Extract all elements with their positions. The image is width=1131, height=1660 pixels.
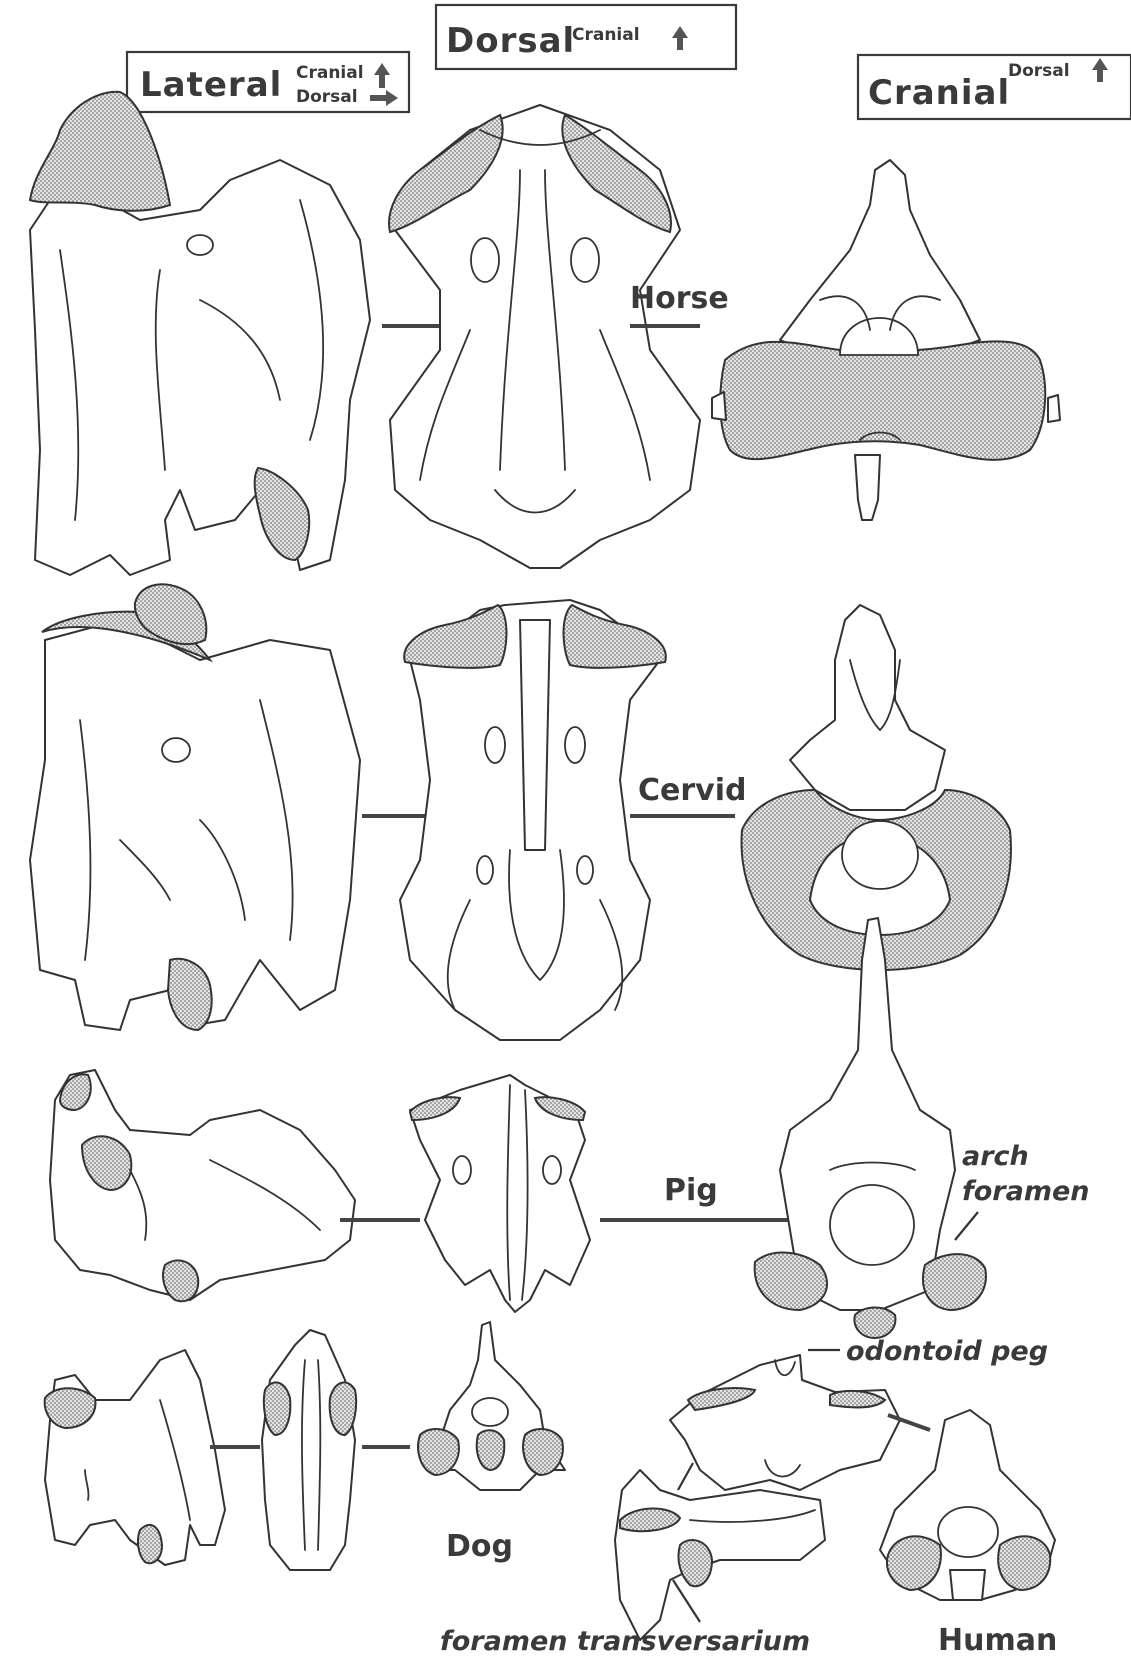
pig-cranial-view xyxy=(755,918,986,1338)
arch-foramen-leader xyxy=(955,1212,978,1240)
pig-dorsal-view xyxy=(410,1075,590,1312)
odontoid-peg-label: odontoid peg xyxy=(846,1336,1048,1367)
horse-dorsal-view xyxy=(389,105,700,568)
dorsal-view-header: Dorsal Cranial xyxy=(436,5,736,69)
dog-dorsal-view xyxy=(262,1330,356,1570)
human-dorsal-view xyxy=(670,1355,900,1490)
dog-label: Dog xyxy=(446,1529,513,1564)
cervid-lateral-view xyxy=(30,584,360,1030)
cranial-view-header: Cranial Dorsal xyxy=(858,55,1131,119)
dog-cranial-view xyxy=(418,1322,565,1490)
pig-lateral-view xyxy=(50,1070,355,1301)
horse-cranial-view xyxy=(712,160,1060,520)
lateral-title: Lateral xyxy=(140,65,282,105)
lateral-sub-dorsal: Dorsal xyxy=(296,87,358,107)
pig-label: Pig xyxy=(664,1173,718,1208)
foramen-transversarium-label: foramen transversarium xyxy=(440,1626,810,1656)
cervid-cranial-view xyxy=(742,605,1011,970)
cranial-title: Cranial xyxy=(868,73,1010,113)
cranial-sub-dorsal: Dorsal xyxy=(1008,61,1070,81)
dorsal-sub-cranial: Cranial xyxy=(572,25,640,45)
horse-label: Horse xyxy=(630,281,729,316)
dorsal-title: Dorsal xyxy=(446,21,575,61)
lateral-view-header: Lateral Cranial Dorsal xyxy=(127,52,409,112)
human-cranial-view xyxy=(880,1410,1055,1600)
cervid-label: Cervid xyxy=(638,773,746,808)
dog-lateral-view xyxy=(45,1350,225,1565)
lateral-sub-cranial: Cranial xyxy=(296,63,364,83)
human-leader-short xyxy=(678,1463,693,1490)
horse-lateral-view xyxy=(30,92,370,575)
arch-foramen-label-line2: foramen xyxy=(962,1176,1090,1207)
arch-foramen-label-line1: arch xyxy=(962,1141,1029,1172)
human-label: Human xyxy=(938,1623,1057,1656)
human-lateral-view xyxy=(615,1470,825,1640)
cervid-dorsal-view xyxy=(400,600,666,1040)
